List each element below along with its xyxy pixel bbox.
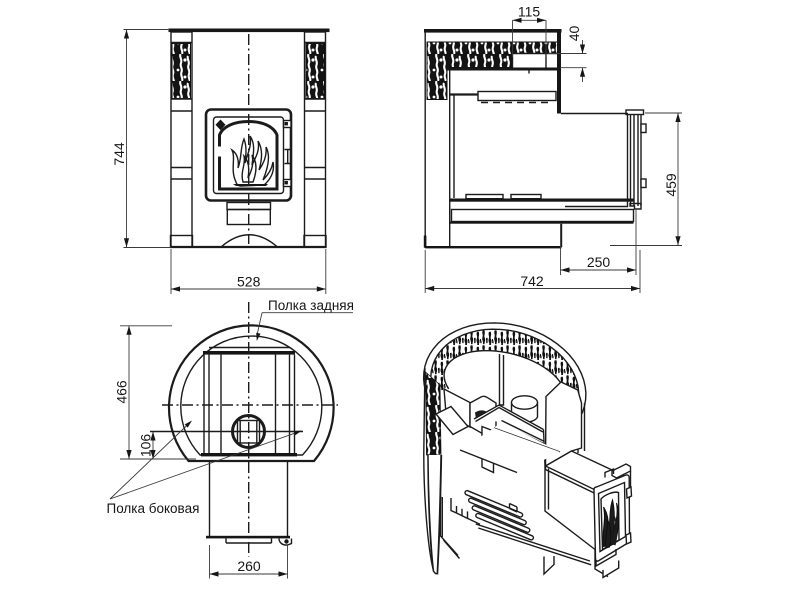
svg-text:Полка задняя: Полка задняя bbox=[268, 298, 354, 313]
svg-text:528: 528 bbox=[237, 274, 261, 290]
svg-text:260: 260 bbox=[237, 558, 261, 574]
svg-text:106: 106 bbox=[138, 434, 154, 458]
svg-text:466: 466 bbox=[114, 380, 130, 404]
svg-text:459: 459 bbox=[663, 173, 679, 197]
svg-text:115: 115 bbox=[518, 4, 541, 20]
svg-text:250: 250 bbox=[587, 254, 611, 270]
svg-text:742: 742 bbox=[520, 273, 544, 289]
svg-text:Полка боковая: Полка боковая bbox=[107, 501, 200, 516]
svg-text:40: 40 bbox=[566, 26, 582, 42]
svg-text:744: 744 bbox=[111, 142, 127, 166]
